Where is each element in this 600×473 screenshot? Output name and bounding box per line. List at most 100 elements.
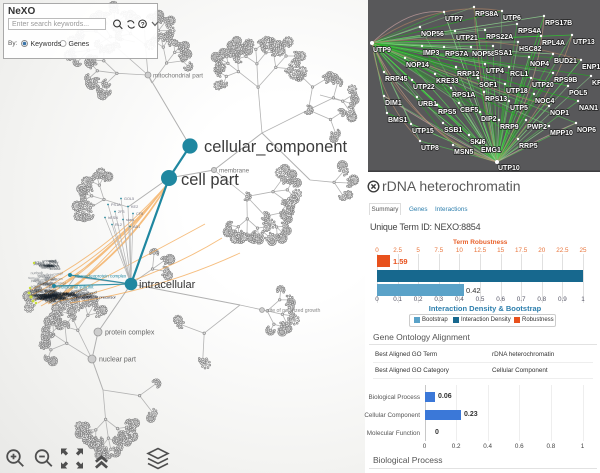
svg-text:DIM1: DIM1 (385, 100, 402, 107)
svg-text:presom: presom (62, 291, 74, 296)
svg-text:protnucl: protnucl (44, 288, 57, 292)
svg-text:ribpol: ribpol (52, 291, 61, 296)
svg-text:UTP21: UTP21 (456, 35, 478, 42)
svg-text:membrane: membrane (219, 168, 250, 175)
svg-text:mitsom: mitsom (51, 277, 63, 282)
svg-text:chrnucl: chrnucl (37, 295, 49, 301)
svg-text:ribgen: ribgen (83, 293, 93, 297)
svg-text:genchr: genchr (44, 293, 56, 298)
svg-text:actact: actact (34, 260, 44, 265)
svg-text:somchr: somchr (34, 288, 47, 293)
svg-text:mitprot: mitprot (63, 293, 74, 297)
svg-text:2F3: 2F3 (118, 210, 125, 214)
svg-text:UTP18: UTP18 (506, 88, 528, 95)
svg-text:BUD21: BUD21 (554, 58, 577, 65)
svg-text:protrib: protrib (48, 291, 58, 295)
svg-text:actpre: actpre (31, 284, 41, 289)
svg-text:hESN: hESN (108, 216, 118, 220)
svg-text:UTP6: UTP6 (503, 15, 521, 22)
svg-text:nuclact: nuclact (53, 293, 65, 297)
svg-text:CF5: CF5 (136, 212, 143, 216)
svg-text:actpol: actpol (44, 292, 54, 297)
svg-text:asetRNA: asetRNA (43, 295, 58, 301)
svg-text:NOP1: NOP1 (550, 110, 569, 117)
svg-text:nuclcompl: nuclcompl (60, 296, 77, 302)
svg-text:SSB1: SSB1 (444, 127, 462, 134)
svg-text:gencompl: gencompl (33, 292, 49, 298)
svg-text:RRP5: RRP5 (519, 143, 538, 150)
svg-text:RPS13: RPS13 (485, 96, 507, 103)
svg-text:polchr: polchr (31, 279, 42, 284)
svg-text:nuclear part: nuclear part (99, 357, 136, 364)
svg-text:tRNAact: tRNAact (30, 294, 44, 299)
svg-text:site of polarized growth: site of polarized growth (267, 308, 320, 314)
svg-text:RPS8A: RPS8A (475, 11, 498, 18)
svg-text:RPL4A: RPL4A (542, 40, 565, 47)
svg-text:RRP45: RRP45 (385, 76, 408, 83)
svg-text:IMP3: IMP3 (423, 50, 439, 57)
svg-text:polcompl: polcompl (44, 292, 59, 298)
svg-text:ribtRNA: ribtRNA (42, 275, 55, 280)
svg-text:gensub: gensub (38, 274, 50, 280)
svg-text:KRE1: KRE1 (592, 80, 600, 87)
svg-text:UTP13: UTP13 (573, 39, 595, 46)
svg-text:UTP5: UTP5 (510, 105, 528, 112)
svg-text:protase: protase (39, 262, 51, 268)
svg-text:KRE33: KRE33 (436, 78, 459, 85)
svg-text:KE2: KE2 (131, 205, 138, 209)
svg-text:prepre: prepre (54, 297, 65, 302)
svg-text:RPS5: RPS5 (438, 109, 456, 116)
svg-text:NOP56: NOP56 (421, 31, 444, 38)
svg-text:polnucl: polnucl (49, 300, 61, 304)
svg-text:ribtRNA: ribtRNA (47, 264, 61, 270)
svg-text:UTP22: UTP22 (413, 84, 435, 91)
svg-text:chrcompl: chrcompl (48, 271, 63, 277)
svg-text:complcompl: complcompl (71, 293, 91, 299)
svg-text:subcompl: subcompl (36, 295, 52, 300)
svg-text:protrib: protrib (43, 264, 53, 268)
svg-text:tRNAgen: tRNAgen (48, 293, 63, 299)
svg-text:PS1A: PS1A (111, 203, 121, 207)
svg-text:protpol: protpol (45, 289, 56, 294)
svg-text:UTP7: UTP7 (445, 16, 463, 23)
svg-text:chract: chract (36, 290, 46, 295)
svg-text:actcompl: actcompl (40, 264, 55, 269)
svg-text:RPS22A: RPS22A (486, 34, 513, 41)
svg-text:tRNAprot: tRNAprot (59, 292, 74, 297)
svg-text:RPS17B: RPS17B (545, 20, 572, 27)
svg-text:NOC4: NOC4 (535, 98, 555, 105)
svg-text:somprot: somprot (78, 294, 91, 300)
svg-text:ribonucleoprotein complex: ribonucleoprotein complex (75, 274, 127, 279)
svg-text:cellular_component: cellular_component (204, 138, 348, 156)
svg-text:mitochondrial part: mitochondrial part (153, 73, 203, 80)
svg-text:UTP9: UTP9 (373, 47, 391, 54)
svg-text:MSN5: MSN5 (454, 149, 474, 156)
svg-text:RPS4A: RPS4A (518, 28, 541, 35)
svg-text:subrib: subrib (56, 295, 66, 300)
svg-text:CBF5: CBF5 (460, 107, 478, 114)
svg-text:NOP58: NOP58 (472, 51, 495, 58)
svg-text:nuclpre: nuclpre (45, 294, 57, 299)
svg-text:URB1: URB1 (418, 101, 437, 108)
svg-text:GOL5: GOL5 (124, 197, 134, 201)
svg-text:ENP1: ENP1 (582, 64, 600, 71)
svg-text:EMG1: EMG1 (481, 147, 501, 154)
svg-text:somrib: somrib (28, 276, 39, 281)
svg-text:protcompl: protcompl (50, 281, 66, 286)
svg-text:sommit: sommit (46, 290, 58, 295)
svg-text:RCL1: RCL1 (510, 71, 528, 78)
svg-text:polase: polase (35, 297, 46, 302)
svg-text:complnucl: complnucl (71, 288, 88, 294)
svg-text:large subunit precursor: large subunit precursor (76, 295, 116, 300)
svg-text:NOP14: NOP14 (406, 62, 429, 69)
svg-text:actase: actase (50, 267, 61, 271)
svg-text:protmit: protmit (53, 296, 64, 302)
svg-text:ribpre: ribpre (45, 264, 54, 268)
svg-text:mitprot: mitprot (52, 294, 63, 298)
svg-text:BMS1: BMS1 (388, 117, 408, 124)
svg-text:somnucl: somnucl (83, 290, 97, 296)
svg-text:chrchr: chrchr (38, 279, 49, 284)
svg-text:mitrib: mitrib (48, 259, 57, 264)
svg-text:SKI6: SKI6 (470, 139, 486, 146)
svg-text:protprot: protprot (62, 291, 74, 295)
